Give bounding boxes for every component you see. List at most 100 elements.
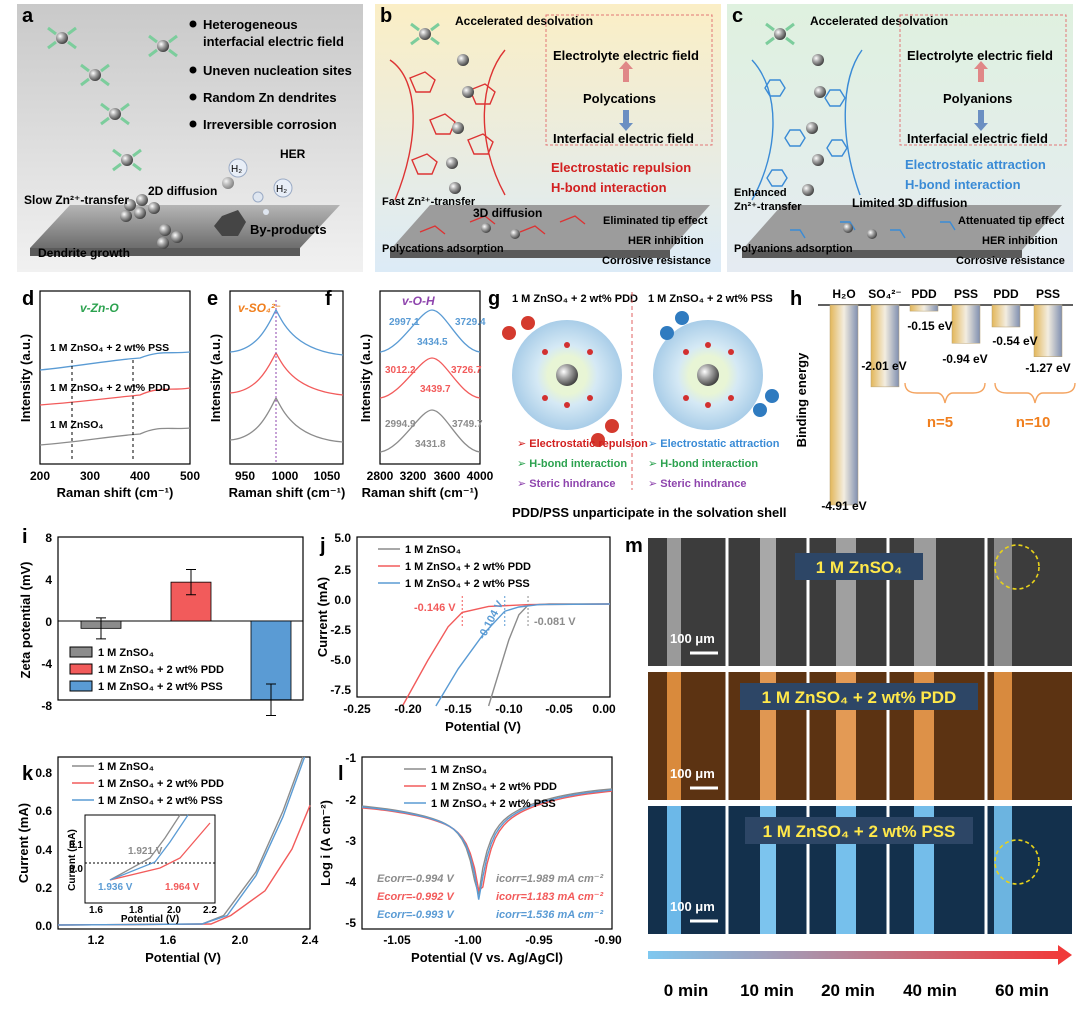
series-label: 1 M ZnSO₄ + 2 wt% PSS [50,342,169,354]
tick: -3 [345,834,356,848]
bar-4 [991,304,1021,328]
tick: 0.0 [69,864,83,875]
title-right: 1 M ZnSO₄ + 2 wt% PSS [648,293,773,305]
plot-frame [57,756,311,930]
legend-label: 1 M ZnSO₄ + 2 wt% PSS [98,795,223,807]
line-group [361,788,613,900]
bullet-1: Heterogeneous [203,17,298,32]
onset-label: 1.921 V [128,846,163,857]
label-accel: Accelerated desolvation [810,14,948,28]
tick: 0.8 [35,766,52,780]
tick: 2800 [367,469,394,483]
plot-frame [361,756,613,930]
panel-letter: k [22,763,34,785]
tick: -7.5 [330,683,351,697]
panel-g: g 1 M ZnSO₄ + 2 wt% PDD 1 M ZnSO₄ + 2 wt… [488,288,787,520]
panel-f: f v-O-H 2997.1 3434.5 3729.4 3012.2 3439… [325,288,494,500]
bullet-2: Uneven nucleation sites [203,63,352,78]
inset-plot: 1.921 V 1.936 V 1.964 V 0.1 0.0 1.6 1.8 … [67,814,217,925]
micrograph-row-2: 1 M ZnSO₄ + 2 wt% PDD 100 μm [648,672,1072,800]
time-label: 10 min [740,981,794,1000]
tick: 1.6 [89,905,103,916]
series-line-2 [57,756,306,926]
onset-label: -0.081 V [534,616,576,628]
plot-frame [39,290,191,465]
plot-frame [356,536,611,698]
icorr-label: icorr=1.536 mA cm⁻² [496,909,604,921]
label-fast: Fast Zn²⁺-transfer [382,196,476,208]
category-label: PSS [954,287,978,301]
bar-group [829,304,1063,506]
x-axis-label: Potential (V) [445,719,521,734]
spectrum-pdd [39,387,191,406]
panel-letter: l [338,763,344,785]
tick: 0.00 [592,702,616,716]
tick: -2.5 [330,623,351,637]
panel-k: k 0.8 0.6 0.4 0.2 0.0 1.2 1.6 2.0 2.4 Po… [16,756,319,965]
caption-g: PDD/PSS unparticipate in the solvation s… [512,505,787,520]
tick: 0.0 [35,919,52,933]
plot-frame [57,536,304,701]
zn-anode [742,205,1062,250]
tick: 500 [180,469,200,483]
peak-value: 2997.1 [389,317,420,328]
bullet-list: Heterogeneous interfacial electric field… [189,17,352,132]
label-her: HER [280,147,306,161]
category-label: SO₄²⁻ [868,287,901,301]
tick: 0.4 [35,843,52,857]
panel-h: h Binding energy H₂O SO₄²⁻ PDD PSS PDD P… [790,287,1076,513]
micrograph-row-3: 1 M ZnSO₄ + 2 wt% PSS 100 μm [648,806,1072,934]
tick: 0 [45,615,52,629]
label-2d-diffusion: 2D diffusion [148,184,217,198]
zn-anode [390,205,710,250]
scale-bar-label: 100 μm [670,766,715,781]
peak-value: 3726.7 [451,365,482,376]
tick: 950 [235,469,255,483]
panel-l: l -1 -2 -3 -4 -5 -1.05 -1.00 -0.95 -0.90… [318,751,622,965]
group-label: n=5 [927,414,953,431]
tick: -1 [345,751,356,765]
y-axis-label: Current (mA) [16,803,31,883]
tick: -0.25 [343,702,371,716]
panel-i: i 8 4 0 -4 -8 Zeta potential (mV) 1 M Zn… [18,526,304,716]
panel-letter: d [22,288,34,310]
ecorr-label: Ecorr=-0.992 V [377,891,455,903]
tick: 0.6 [35,804,52,818]
label-r2: HER inhibition [628,235,704,247]
time-label: 20 min [821,981,875,1000]
category-label: PSS [1036,287,1060,301]
tick: 3600 [434,469,461,483]
legend-label: 1 M ZnSO₄ + 2 wt% PDD [431,781,557,793]
peak-value: 3012.2 [385,365,416,376]
tick: -0.20 [394,702,422,716]
tick: -0.05 [545,702,573,716]
y-axis-label: Zeta potential (mV) [18,561,33,678]
zn-anode [30,205,340,248]
label-r1: Attenuated tip effect [958,215,1065,227]
peak-value: 3434.5 [417,337,448,348]
peak-value: 3729.4 [455,317,486,328]
legend-label: 1 M ZnSO₄ + 2 wt% PSS [431,798,556,810]
panel-letter: i [22,526,28,548]
panel-d: d v-Zn-O 1 M ZnSO₄ + 2 wt% PSS 1 M ZnSO₄… [18,288,200,500]
y-axis-label: Binding energy [794,352,809,447]
plot-frame [379,290,481,465]
legend-label: 1 M ZnSO₄ + 2 wt% PSS [98,681,223,693]
mech-left-1: ➢ Electrostatic repulsion [517,438,648,450]
y-axis-label: Intensity (a.u.) [358,334,373,422]
panel-letter: b [380,5,392,27]
y-axis-label: Intensity (a.u.) [208,334,223,422]
category-label: PDD [911,287,937,301]
legend-label: 1 M ZnSO₄ [431,764,487,776]
onset-label: 1.964 V [165,882,200,893]
line-group [57,756,311,926]
label-3d: 3D diffusion [473,206,542,220]
tick: 300 [80,469,100,483]
time-label: 60 min [995,981,1049,1000]
peak-value: 3439.7 [420,384,451,395]
polyanion-chain [751,49,863,201]
title-left: 1 M ZnSO₄ + 2 wt% PDD [512,293,638,305]
x-axis-label: Raman shift (cm⁻¹) [229,485,346,500]
time-arrow [648,951,1058,959]
onset-label: 1.936 V [98,882,133,893]
